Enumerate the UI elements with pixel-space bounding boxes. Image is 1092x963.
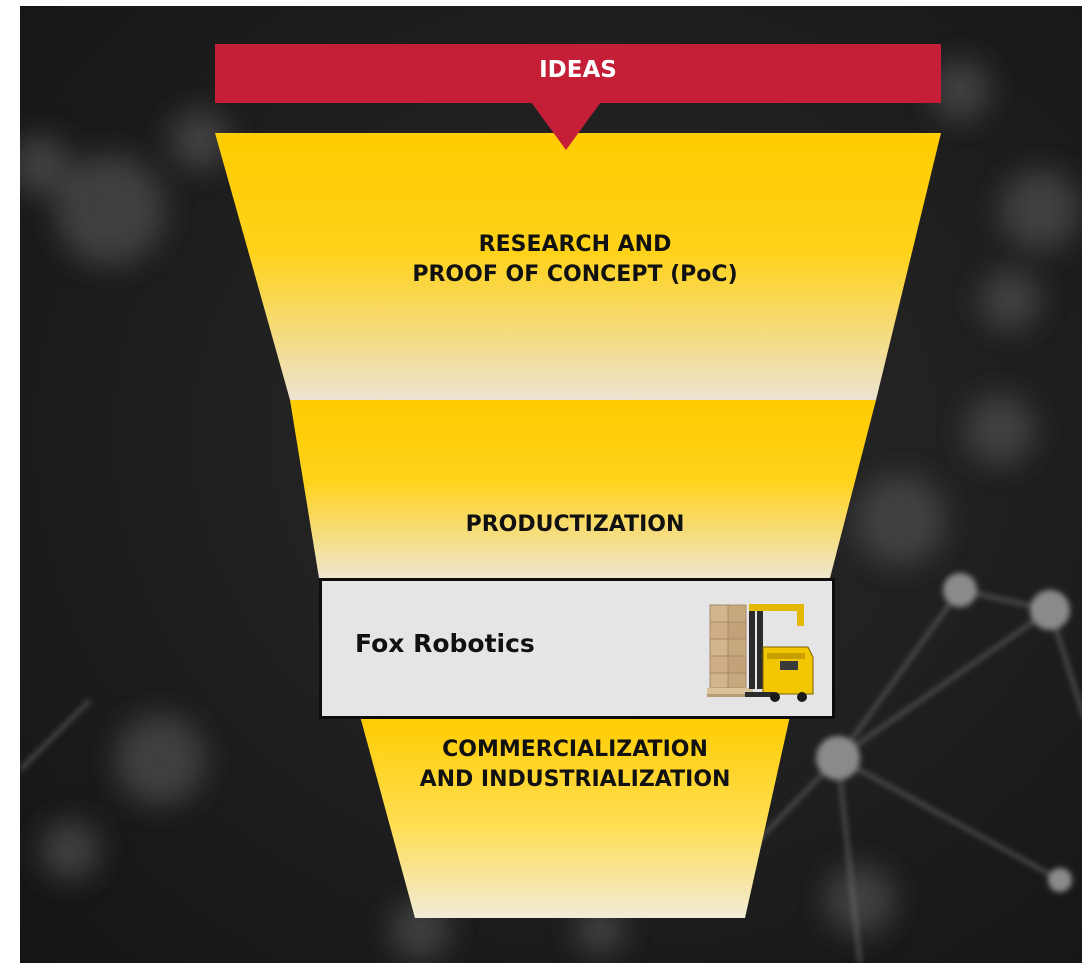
callout-title: Fox Robotics	[355, 629, 535, 658]
research-stage-label: RESEARCH AND PROOF OF CONCEPT (PoC)	[300, 230, 850, 290]
funnel-stage-productization	[290, 400, 876, 578]
stage-label-line: PROOF OF CONCEPT (PoC)	[412, 261, 738, 287]
ideas-banner-pointer	[531, 102, 601, 150]
stage-label-line: AND INDUSTRIALIZATION	[419, 766, 731, 792]
bokeh-nodes	[10, 60, 1080, 960]
autonomous-forklift-with-boxes-icon	[707, 604, 814, 702]
ideas-banner-label: IDEAS	[539, 57, 617, 83]
fox-robotics-callout: Fox Robotics	[319, 578, 835, 719]
funnel-stage-commercialization	[360, 716, 790, 918]
stage-label-line: PRODUCTIZATION	[465, 512, 685, 537]
commercialization-stage-label: COMMERCIALIZATION AND INDUSTRIALIZATION	[340, 735, 810, 795]
stage-label-line: COMMERCIALIZATION	[442, 737, 708, 762]
network-nodes	[816, 573, 1072, 892]
productization-stage-label: PRODUCTIZATION	[300, 510, 850, 540]
stage-label-line: RESEARCH AND	[478, 232, 672, 257]
funnel-stage-research	[215, 133, 941, 400]
network-lines	[18, 588, 1087, 963]
ideas-banner	[215, 44, 941, 103]
